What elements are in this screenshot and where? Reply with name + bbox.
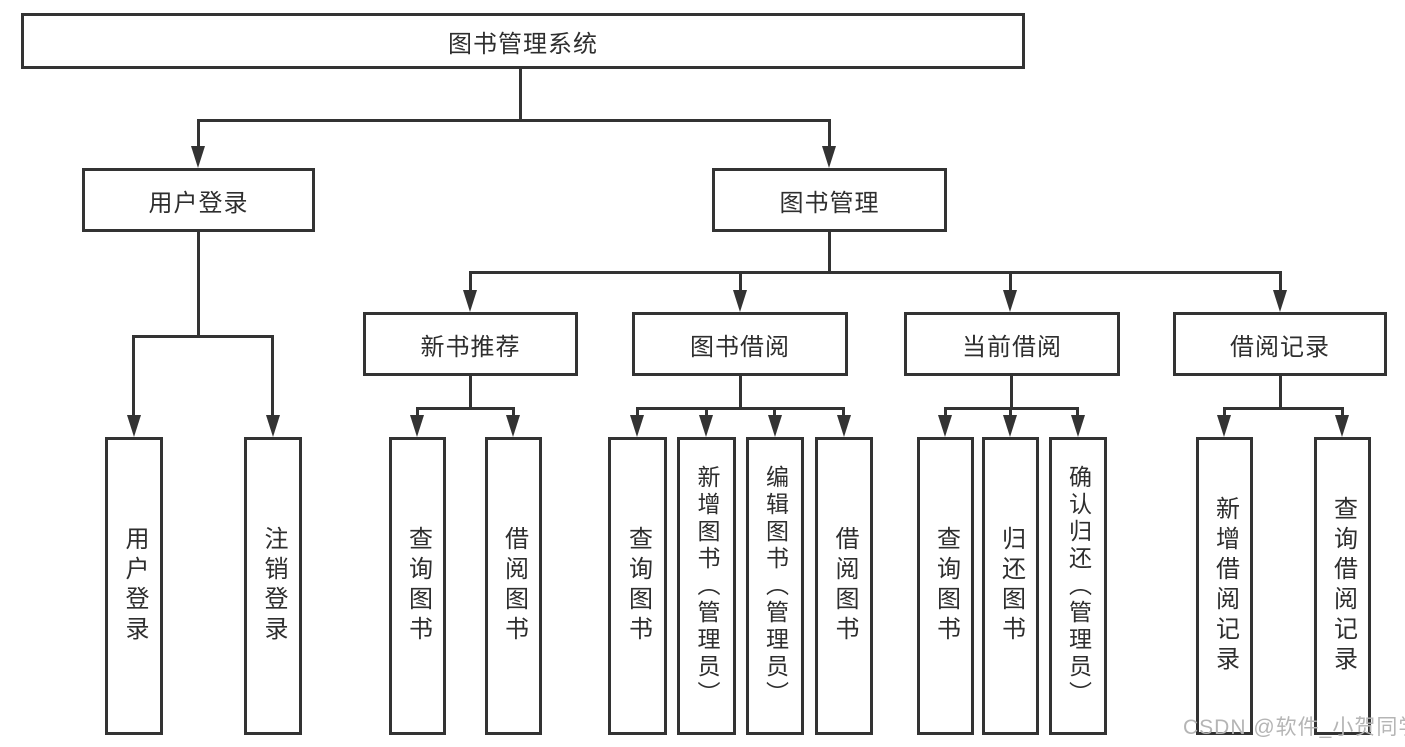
connector-userlogin-branch bbox=[133, 335, 274, 338]
node-book-management: 图书管理 bbox=[712, 168, 947, 232]
leaf-current-return-label: 归还图书 bbox=[997, 526, 1025, 646]
connector-drop-nb2 bbox=[512, 407, 515, 417]
leaf-logout: 注销登录 bbox=[244, 437, 302, 735]
node-borrow-records-label: 借阅记录 bbox=[1230, 333, 1330, 361]
leaf-borrow-edit-admin-label: 编辑图书（管理员） bbox=[762, 464, 789, 708]
node-user-login-label: 用户登录 bbox=[148, 189, 249, 217]
leaf-records-add-label: 新增借阅记录 bbox=[1211, 496, 1239, 676]
arrow-book-mgmt bbox=[822, 146, 836, 168]
arrow-bb1 bbox=[630, 415, 644, 437]
node-current-borrow-label: 当前借阅 bbox=[962, 333, 1062, 361]
leaf-user-login: 用户登录 bbox=[105, 437, 163, 735]
node-book-management-label: 图书管理 bbox=[779, 189, 880, 217]
node-book-borrow: 图书借阅 bbox=[632, 312, 848, 376]
arrow-cb2 bbox=[1003, 415, 1017, 437]
connector-drop-leaf-login bbox=[132, 335, 135, 417]
node-root: 图书管理系统 bbox=[21, 13, 1025, 69]
connector-records-drop bbox=[1279, 376, 1282, 410]
arrow-user-login bbox=[191, 146, 205, 168]
node-user-login: 用户登录 bbox=[82, 168, 315, 232]
node-root-label: 图书管理系统 bbox=[448, 30, 598, 58]
leaf-records-add: 新增借阅记录 bbox=[1196, 437, 1253, 735]
connector-borrow-branch bbox=[636, 407, 845, 410]
leaf-borrow-borrow-label: 借阅图书 bbox=[831, 526, 858, 646]
arrow-rb2 bbox=[1335, 415, 1349, 437]
arrow-bb3 bbox=[768, 415, 782, 437]
connector-drop-bb2 bbox=[705, 407, 708, 417]
arrow-current bbox=[1003, 290, 1017, 312]
arrow-records bbox=[1273, 290, 1287, 312]
connector-newbook-drop bbox=[469, 376, 472, 410]
connector-drop-bb1 bbox=[636, 407, 639, 417]
connector-drop-leaf-logout bbox=[271, 335, 274, 417]
arrow-borrow bbox=[733, 290, 747, 312]
leaf-logout-label: 注销登录 bbox=[260, 526, 287, 646]
leaf-records-query-label: 查询借阅记录 bbox=[1329, 496, 1357, 676]
leaf-user-login-label: 用户登录 bbox=[121, 526, 148, 646]
leaf-current-query-label: 查询图书 bbox=[932, 526, 960, 646]
leaf-borrow-borrow: 借阅图书 bbox=[815, 437, 873, 735]
leaf-current-confirm-admin-label: 确认归还（管理员） bbox=[1065, 464, 1092, 708]
connector-drop-cb2 bbox=[1009, 407, 1012, 417]
connector-drop-rb2 bbox=[1341, 407, 1344, 417]
node-book-borrow-label: 图书借阅 bbox=[690, 333, 790, 361]
arrow-cb1 bbox=[938, 415, 952, 437]
connector-userlogin-drop bbox=[197, 232, 200, 338]
node-borrow-records: 借阅记录 bbox=[1173, 312, 1387, 376]
connector-borrow-drop bbox=[739, 376, 742, 410]
connector-drop-current bbox=[1009, 271, 1012, 293]
leaf-records-query: 查询借阅记录 bbox=[1314, 437, 1371, 735]
connector-drop-new-book bbox=[469, 271, 472, 293]
leaf-current-return: 归还图书 bbox=[982, 437, 1039, 735]
connector-drop-user-login bbox=[197, 119, 200, 149]
arrow-nb2 bbox=[506, 415, 520, 437]
connector-drop-rb1 bbox=[1223, 407, 1226, 417]
node-new-book-recommend: 新书推荐 bbox=[363, 312, 578, 376]
connector-records-branch bbox=[1223, 407, 1343, 410]
leaf-borrow-query: 查询图书 bbox=[608, 437, 667, 735]
connector-newbook-branch bbox=[416, 407, 514, 410]
connector-drop-bb4 bbox=[842, 407, 845, 417]
leaf-newbook-query-label: 查询图书 bbox=[404, 526, 432, 646]
leaf-borrow-query-label: 查询图书 bbox=[624, 526, 652, 646]
connector-drop-cb3 bbox=[1076, 407, 1079, 417]
arrow-cb3 bbox=[1071, 415, 1085, 437]
csdn-watermark: CSDN @软件_小贺同学 bbox=[1183, 716, 1405, 739]
leaf-newbook-query: 查询图书 bbox=[389, 437, 446, 735]
node-new-book-recommend-label: 新书推荐 bbox=[420, 333, 521, 361]
connector-bookmgmt-branch bbox=[469, 271, 1282, 274]
leaf-current-confirm-admin: 确认归还（管理员） bbox=[1049, 437, 1107, 735]
arrow-new-book bbox=[463, 290, 477, 312]
connector-drop-borrow bbox=[739, 271, 742, 293]
connector-drop-cb1 bbox=[944, 407, 947, 417]
connector-current-drop bbox=[1010, 376, 1013, 410]
leaf-newbook-borrow: 借阅图书 bbox=[485, 437, 542, 735]
leaf-borrow-add-admin-label: 新增图书（管理员） bbox=[694, 464, 720, 708]
node-current-borrow: 当前借阅 bbox=[904, 312, 1120, 376]
arrow-rb1 bbox=[1217, 415, 1231, 437]
connector-drop-book-mgmt bbox=[828, 119, 831, 149]
connector-drop-records bbox=[1279, 271, 1282, 293]
arrow-leaf-login bbox=[127, 415, 141, 437]
connector-root-branch bbox=[197, 119, 831, 122]
arrow-bb2 bbox=[699, 415, 713, 437]
connector-bookmgmt-drop bbox=[828, 232, 831, 274]
leaf-current-query: 查询图书 bbox=[917, 437, 974, 735]
leaf-borrow-add-admin: 新增图书（管理员） bbox=[677, 437, 736, 735]
arrow-leaf-logout bbox=[266, 415, 280, 437]
arrow-nb1 bbox=[410, 415, 424, 437]
leaf-newbook-borrow-label: 借阅图书 bbox=[500, 526, 528, 646]
arrow-bb4 bbox=[837, 415, 851, 437]
connector-root-drop bbox=[519, 68, 522, 120]
connector-drop-bb3 bbox=[773, 407, 776, 417]
leaf-borrow-edit-admin: 编辑图书（管理员） bbox=[746, 437, 804, 735]
connector-drop-nb1 bbox=[416, 407, 419, 417]
